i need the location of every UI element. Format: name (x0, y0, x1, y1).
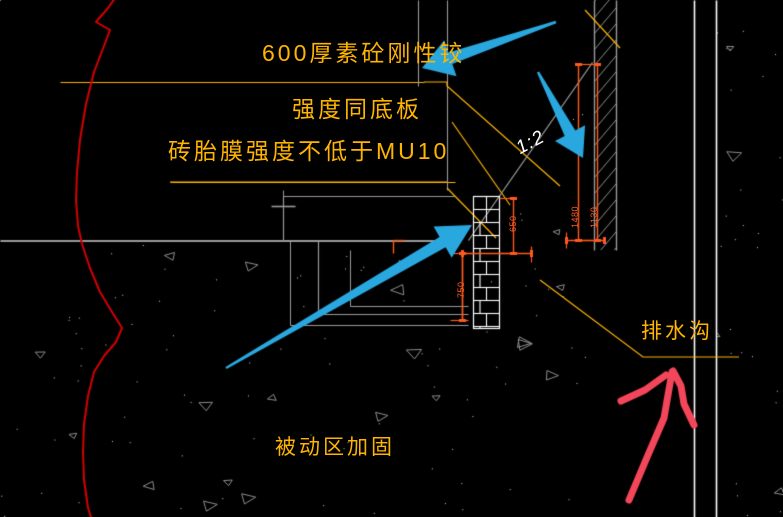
cad-drawing-viewport: 600厚素砼刚性铰 强度同底板 砖胎膜强度不低于MU10 排水沟 被动区加固 1… (0, 0, 783, 517)
cad-drawing-canvas[interactable] (0, 0, 783, 517)
